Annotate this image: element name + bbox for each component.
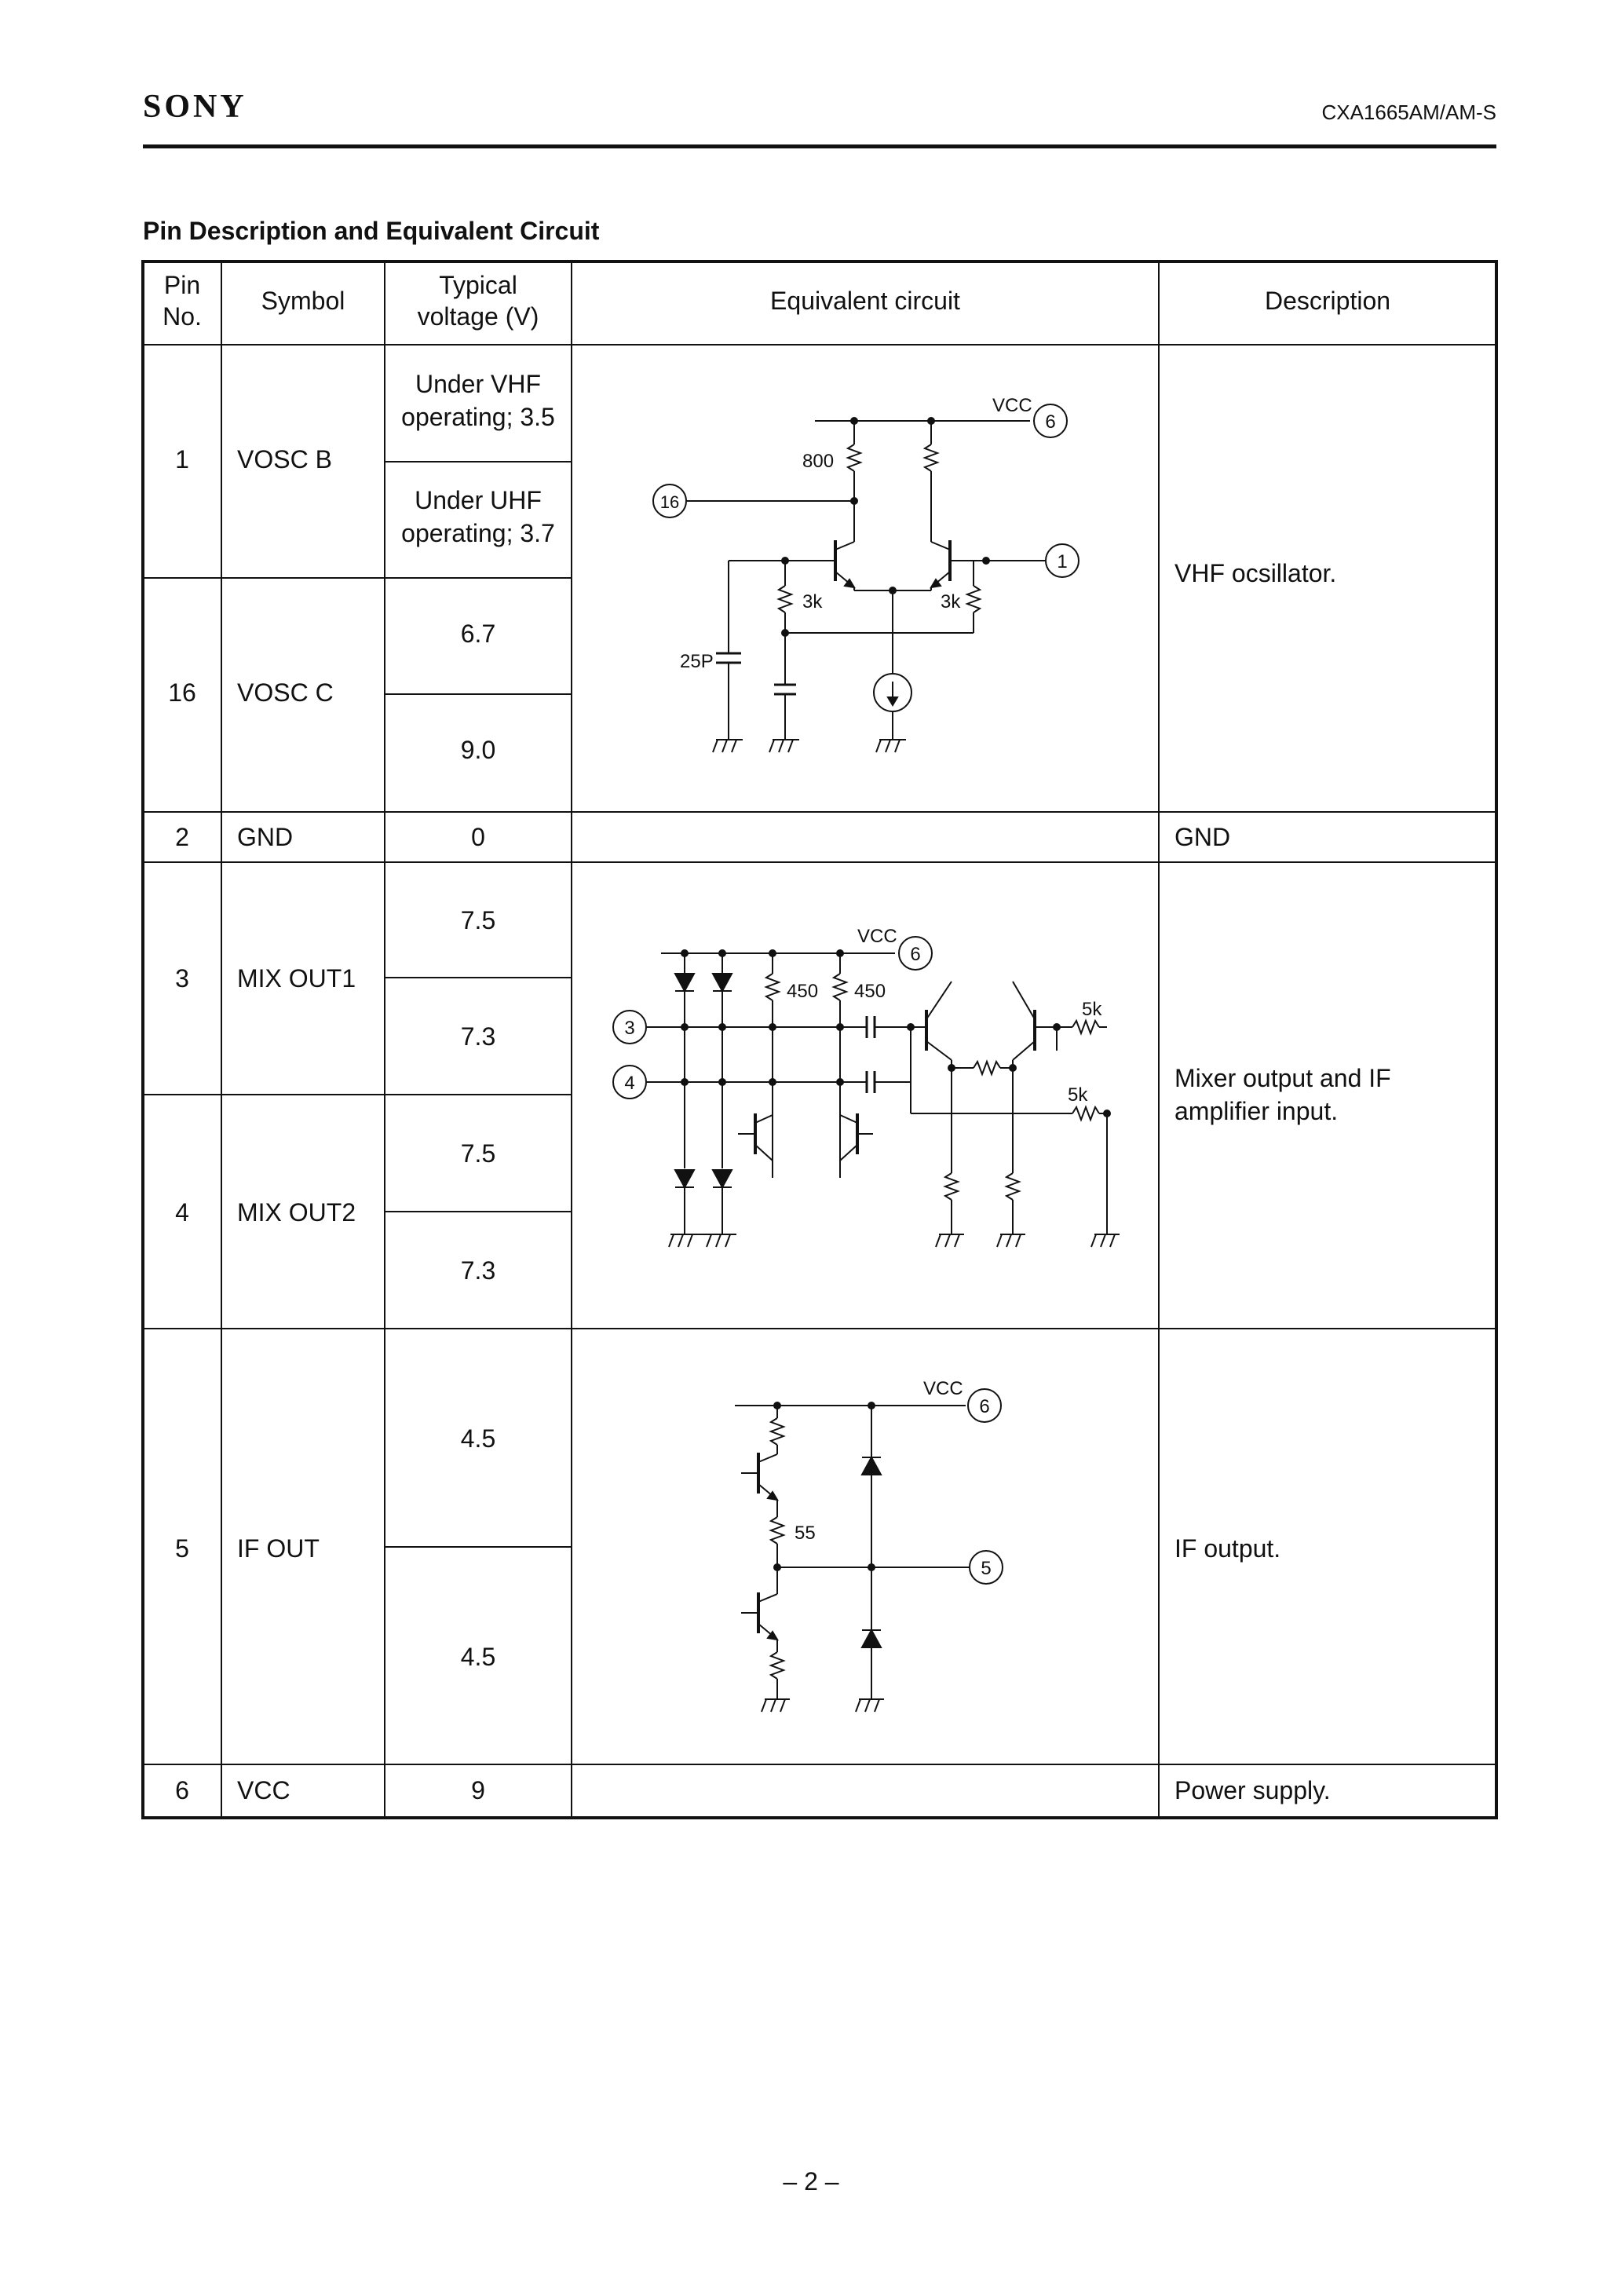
pin-marker: 6 bbox=[979, 1396, 989, 1417]
header-circuit: Equivalent circuit bbox=[770, 287, 960, 315]
diode-symbol bbox=[711, 1169, 733, 1190]
description-text: IF output. bbox=[1174, 1534, 1280, 1563]
pin-number: 6 bbox=[175, 1776, 189, 1804]
table-grid bbox=[141, 260, 1498, 1819]
ground-symbol bbox=[668, 1234, 1120, 1248]
resistor-label: 5k bbox=[1068, 1084, 1088, 1106]
part-number: CXA1665AM/AM-S bbox=[1321, 101, 1496, 124]
pin-symbol: VCC bbox=[237, 1776, 290, 1804]
diode-symbol bbox=[860, 1628, 882, 1648]
pin-symbol: MIX OUT2 bbox=[237, 1198, 356, 1227]
resistor-symbol bbox=[776, 585, 794, 613]
voltage-value: 9 bbox=[471, 1776, 485, 1804]
description-text: Power supply. bbox=[1174, 1776, 1331, 1804]
header-no: No. bbox=[163, 302, 202, 331]
vcc-label: VCC bbox=[992, 395, 1032, 416]
resistor-symbol bbox=[764, 973, 781, 1001]
vcc-label: VCC bbox=[857, 926, 897, 947]
description-text: Mixer output and IF bbox=[1174, 1064, 1391, 1092]
resistor-label: 55 bbox=[795, 1523, 816, 1544]
resistor-symbol bbox=[769, 1516, 786, 1545]
pin-symbol: VOSC C bbox=[237, 678, 334, 707]
pin-number: 16 bbox=[168, 678, 196, 707]
resistor-symbol bbox=[769, 1417, 786, 1446]
voltage-value: 4.5 bbox=[461, 1424, 495, 1453]
pin-number: 5 bbox=[175, 1534, 189, 1563]
diode-symbol bbox=[860, 1455, 882, 1475]
header-rule bbox=[143, 144, 1496, 148]
voltage-value: operating; 3.7 bbox=[401, 519, 555, 547]
resistor-symbol bbox=[831, 973, 849, 1001]
resistor-symbol bbox=[1072, 1105, 1100, 1122]
resistor-symbol bbox=[769, 1651, 786, 1680]
resistor-symbol bbox=[922, 444, 940, 472]
resistor-symbol bbox=[943, 1172, 960, 1201]
description-text: GND bbox=[1174, 823, 1230, 851]
resistor-label: 3k bbox=[802, 591, 823, 612]
header-pin: Pin bbox=[164, 271, 200, 299]
header-voltage: voltage (V) bbox=[418, 302, 539, 331]
voltage-value: 6.7 bbox=[461, 620, 495, 648]
voltage-value: 9.0 bbox=[461, 736, 495, 764]
resistor-symbol bbox=[1072, 1018, 1100, 1036]
pin-marker: 3 bbox=[624, 1018, 634, 1039]
ground-symbol bbox=[761, 1698, 884, 1713]
ifout-circuit: VCC 6 55 5 bbox=[735, 1378, 1003, 1713]
header-description: Description bbox=[1265, 287, 1390, 315]
osc-circuit: VCC 6 800 16 1 bbox=[652, 395, 1080, 753]
pin-number: 1 bbox=[175, 445, 189, 473]
pin-marker: 5 bbox=[981, 1558, 991, 1579]
mix-circuit: VCC 6 450 450 3 4 bbox=[612, 926, 1120, 1248]
resistor-label: 450 bbox=[787, 981, 818, 1002]
voltage-value: operating; 3.5 bbox=[401, 403, 555, 431]
diode-symbol bbox=[674, 973, 696, 993]
voltage-value: 4.5 bbox=[461, 1643, 495, 1671]
pin-number: 2 bbox=[175, 823, 189, 851]
diode-symbol bbox=[674, 1169, 696, 1190]
pin-number: 3 bbox=[175, 964, 189, 993]
voltage-value: 7.5 bbox=[461, 1139, 495, 1168]
pin-marker: 6 bbox=[1045, 411, 1055, 433]
page-number: – 2 – bbox=[783, 2167, 839, 2195]
pin-marker: 16 bbox=[660, 492, 679, 512]
description-text: amplifier input. bbox=[1174, 1097, 1338, 1125]
pin-symbol: IF OUT bbox=[237, 1534, 320, 1563]
resistor-symbol bbox=[1004, 1172, 1021, 1201]
resistor-symbol bbox=[973, 1059, 1001, 1077]
pin-marker: 4 bbox=[624, 1073, 634, 1094]
pin-symbol: VOSC B bbox=[237, 445, 332, 473]
resistor-label: 3k bbox=[941, 591, 961, 612]
vcc-label: VCC bbox=[923, 1378, 963, 1399]
section-title: Pin Description and Equivalent Circuit bbox=[143, 217, 600, 245]
pin-marker: 1 bbox=[1057, 551, 1067, 572]
pin-number: 4 bbox=[175, 1198, 189, 1227]
voltage-value: 0 bbox=[471, 823, 485, 851]
pin-symbol: GND bbox=[237, 823, 293, 851]
capacitor-label: 25P bbox=[680, 651, 714, 672]
voltage-value: Under UHF bbox=[415, 486, 542, 514]
resistor-label: 5k bbox=[1082, 999, 1102, 1020]
voltage-value: 7.3 bbox=[461, 1022, 495, 1051]
resistor-symbol bbox=[846, 444, 863, 472]
header-symbol: Symbol bbox=[261, 287, 345, 315]
description-text: VHF ocsillator. bbox=[1174, 559, 1336, 587]
pin-symbol: MIX OUT1 bbox=[237, 964, 356, 993]
resistor-symbol bbox=[965, 585, 982, 613]
voltage-value: Under VHF bbox=[415, 370, 541, 398]
resistor-label: 450 bbox=[854, 981, 886, 1002]
pin-marker: 6 bbox=[910, 944, 920, 965]
header-typical: Typical bbox=[439, 271, 517, 299]
sony-logo: SONY bbox=[143, 89, 247, 125]
voltage-value: 7.3 bbox=[461, 1256, 495, 1285]
resistor-label: 800 bbox=[802, 451, 834, 472]
voltage-value: 7.5 bbox=[461, 906, 495, 934]
diode-symbol bbox=[711, 973, 733, 993]
ground-symbol bbox=[712, 739, 906, 753]
